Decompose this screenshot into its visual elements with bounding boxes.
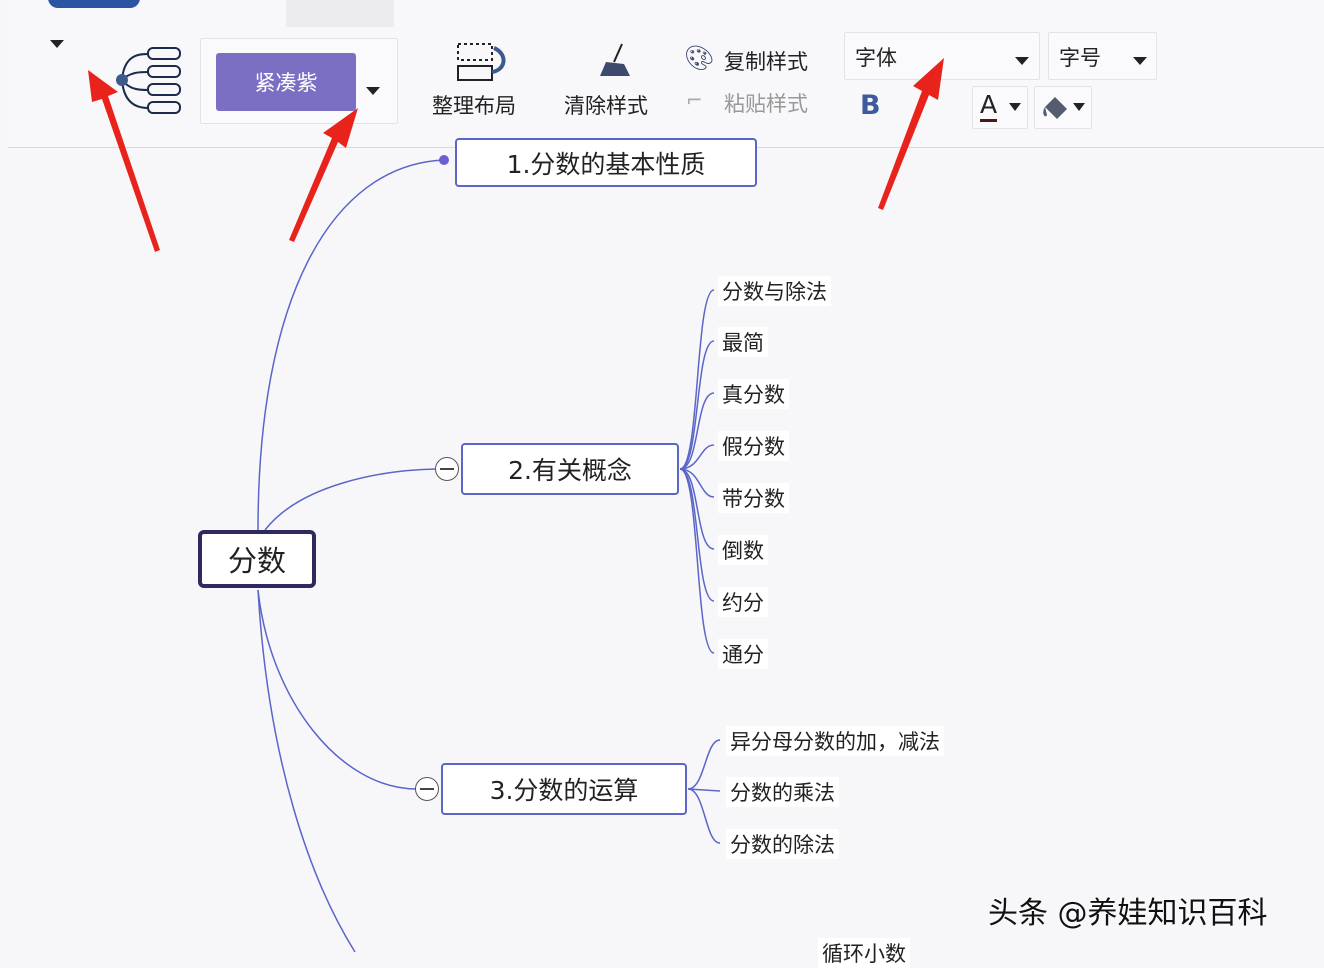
leaf-node[interactable]: 循环小数 bbox=[818, 938, 910, 968]
broom-icon bbox=[600, 43, 630, 76]
collapse-toggle[interactable] bbox=[415, 777, 439, 801]
chevron-down-icon bbox=[1073, 103, 1085, 111]
branch-node[interactable]: 3.分数的运算 bbox=[441, 763, 687, 815]
leaf-node[interactable]: 通分 bbox=[718, 639, 768, 669]
chevron-down-icon bbox=[1015, 57, 1029, 65]
active-tab[interactable] bbox=[48, 0, 140, 8]
arrange-layout-icon bbox=[457, 43, 506, 81]
collapse-toggle[interactable] bbox=[435, 457, 459, 481]
chevron-down-icon bbox=[1009, 103, 1021, 111]
watermark: 头条 @养娃知识百科 bbox=[988, 896, 1268, 931]
font-size-select-value: 字号 bbox=[1059, 46, 1101, 70]
leaf-node[interactable]: 带分数 bbox=[718, 483, 789, 513]
clear-style-button[interactable]: 清除样式 bbox=[564, 94, 648, 118]
font-color-button[interactable]: A bbox=[972, 86, 1028, 129]
root-node[interactable]: 分数 bbox=[198, 530, 316, 588]
leaf-node[interactable]: 分数的乘法 bbox=[726, 777, 839, 807]
dropdown-arrow-icon[interactable] bbox=[50, 40, 64, 48]
branch-node[interactable]: 1.分数的基本性质 bbox=[455, 138, 757, 187]
palette-icon: 🎨︎ bbox=[684, 44, 715, 72]
connector-dot bbox=[439, 155, 449, 165]
font-size-select[interactable]: 字号 bbox=[1048, 32, 1157, 80]
leaf-node[interactable]: 异分母分数的加，减法 bbox=[726, 726, 944, 756]
tab[interactable] bbox=[286, 0, 394, 27]
paint-bucket-icon bbox=[1043, 97, 1067, 119]
arrange-layout-button[interactable]: 整理布局 bbox=[432, 94, 516, 118]
chevron-down-icon bbox=[1133, 57, 1147, 65]
leaf-node[interactable]: 分数与除法 bbox=[718, 276, 831, 306]
theme-button[interactable]: 紧凑紫 bbox=[216, 53, 356, 111]
bold-button[interactable]: B bbox=[860, 90, 881, 121]
paint-roller-icon: ⌐ bbox=[686, 88, 703, 112]
paste-style-button[interactable]: 粘贴样式 bbox=[724, 92, 808, 116]
leaf-node[interactable]: 倒数 bbox=[718, 535, 768, 565]
font-color-icon: A bbox=[980, 91, 998, 122]
leaf-node[interactable]: 分数的除法 bbox=[726, 829, 839, 859]
copy-style-button[interactable]: 复制样式 bbox=[724, 50, 808, 74]
leaf-node[interactable]: 真分数 bbox=[718, 379, 789, 409]
toolbar: 紧凑紫 整理布局 清除样式 🎨︎ 复制样式 ⌐ 粘贴样式 字体 字号 B A bbox=[8, 0, 1324, 148]
leaf-node[interactable]: 假分数 bbox=[718, 431, 789, 461]
leaf-node[interactable]: 约分 bbox=[718, 587, 768, 617]
branch-node[interactable]: 2.有关概念 bbox=[461, 443, 679, 495]
theme-dropdown-arrow-icon[interactable] bbox=[366, 87, 380, 95]
fill-color-button[interactable] bbox=[1034, 86, 1092, 129]
leaf-node[interactable]: 最简 bbox=[718, 327, 768, 357]
theme-selector[interactable]: 紧凑紫 bbox=[200, 38, 398, 124]
